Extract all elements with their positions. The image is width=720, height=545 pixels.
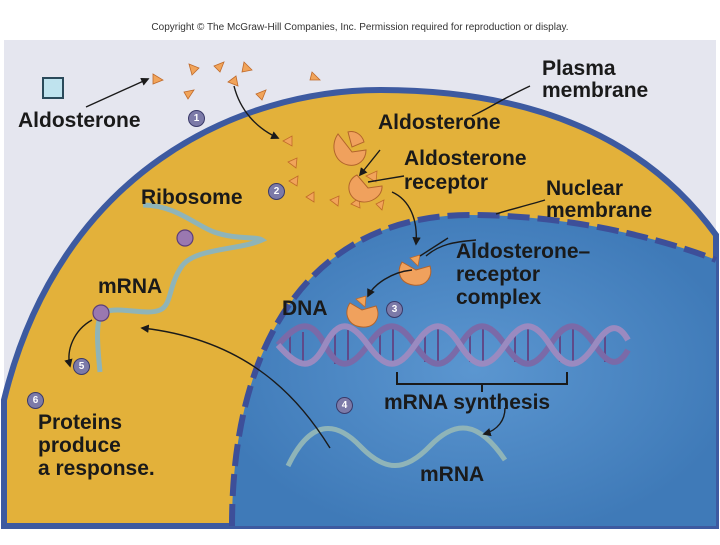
label-membrane: membrane [542, 79, 649, 102]
label-nuclear: Nuclear [546, 177, 624, 200]
aldosterone-receptor-2 [348, 174, 383, 203]
step-6-badge: 6 [27, 392, 44, 409]
label-aldosterone-outside: Aldosterone [18, 109, 141, 132]
dna-helix [275, 323, 631, 367]
label-aldosterone-receptor-line1: Aldosterone [404, 147, 527, 170]
label-complex-line2: receptor [456, 263, 541, 286]
label-aldosterone-receptor-line2: receptor [404, 171, 489, 194]
label-aldosterone-cytoplasm: Aldosterone [378, 111, 501, 134]
step-3-badge: 3 [386, 301, 403, 318]
label-proteins-line3: a response. [38, 457, 155, 480]
step-4-badge: 4 [336, 397, 353, 414]
label-mrna-nucleus: mRNA [420, 463, 485, 486]
aldosterone-molecules-outside [152, 61, 321, 101]
mrna-strand-nucleus [285, 425, 508, 468]
label-plasma: Plasma [542, 57, 616, 80]
step-1-badge: 1 [188, 110, 205, 127]
label-mrna-synthesis: mRNA synthesis [384, 391, 551, 414]
aldosterone-molecules-inside [282, 135, 385, 211]
receptor-complex-on-dna [346, 302, 379, 328]
label-dna: DNA [282, 297, 328, 320]
ribosome-1 [176, 229, 194, 247]
label-complex-line3: complex [456, 286, 542, 309]
label-mrna-cytoplasm: mRNA [98, 275, 163, 298]
nucleus [232, 215, 716, 526]
label-complex-line1: Aldosterone– [456, 240, 591, 263]
label-nuclear-membrane: membrane [546, 199, 653, 222]
aldosterone-receptor-1 [333, 133, 367, 166]
step-5-badge: 5 [73, 358, 90, 375]
checkbox-icon[interactable] [42, 77, 64, 99]
arrows [64, 77, 546, 449]
label-ribosome: Ribosome [141, 186, 243, 209]
copyright-notice: Copyright © The McGraw-Hill Companies, I… [151, 22, 569, 33]
step-2-badge: 2 [268, 183, 285, 200]
nuclear-membrane [229, 211, 718, 527]
label-proteins-line2: produce [38, 434, 121, 457]
ribosome-2 [92, 304, 110, 322]
label-proteins-line1: Proteins [38, 411, 123, 434]
